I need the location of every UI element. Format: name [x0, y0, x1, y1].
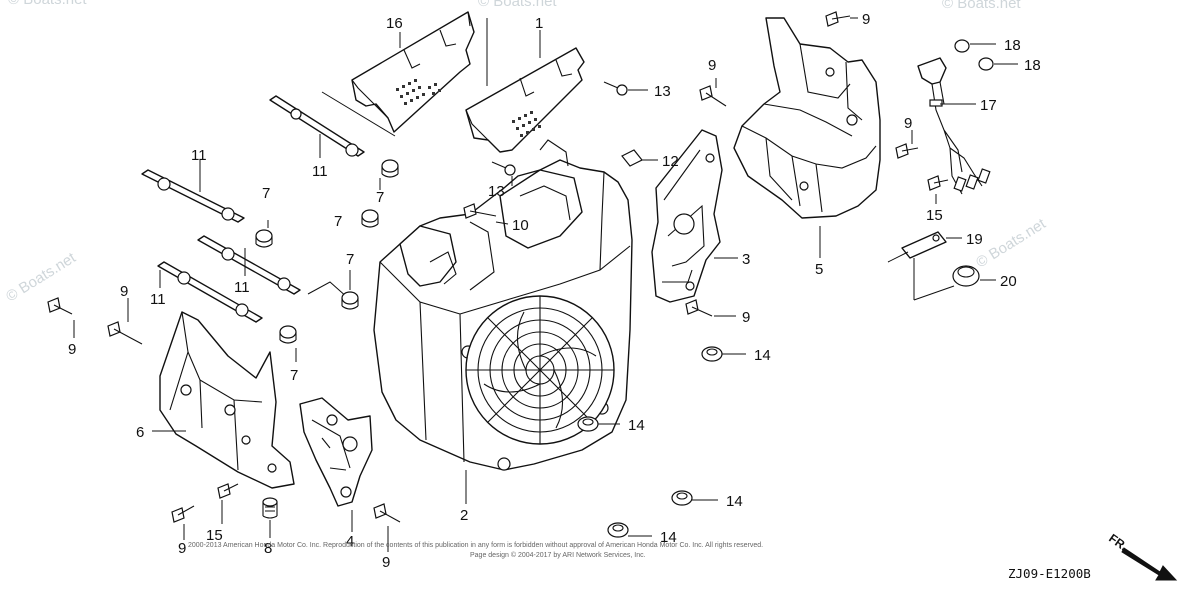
- callout-19: 19: [966, 231, 983, 248]
- callout-9: 9: [178, 540, 186, 557]
- part-14-flange-nuts: [577, 346, 723, 538]
- part-11-stud-d: [157, 261, 263, 323]
- callout-15: 15: [926, 207, 943, 224]
- callout-9: 9: [382, 554, 390, 571]
- front-direction-arrow-icon: FR.: [1106, 531, 1178, 581]
- part-7-nuts: [255, 159, 399, 344]
- watermark-right: © Boats.net: [973, 215, 1049, 272]
- callout-13: 13: [488, 183, 505, 200]
- watermark-top-right: © Boats.net: [942, 0, 1021, 12]
- part-8-spacer: [262, 497, 278, 519]
- leader-7: [267, 178, 381, 362]
- callout-14: 14: [660, 529, 677, 546]
- part-2-fan-cover: [373, 139, 633, 471]
- part-3-side-bracket: [651, 129, 723, 303]
- callout-12: 12: [662, 153, 679, 170]
- part-15-bolts: [217, 175, 949, 499]
- leader-10: [495, 221, 509, 225]
- callout-9: 9: [120, 283, 128, 300]
- callout-5: 5: [815, 261, 823, 278]
- callout-7: 7: [334, 213, 342, 230]
- part-11-stud-b: [141, 169, 245, 223]
- callout-7: 7: [262, 185, 270, 202]
- diagram-reference-code: ZJ09-E1200B: [1008, 566, 1091, 581]
- leader-16: [321, 18, 488, 137]
- callout-11: 11: [234, 279, 250, 296]
- leader-13: [511, 89, 648, 186]
- callout-9: 9: [904, 115, 912, 132]
- part-5-right-shroud: [733, 17, 881, 219]
- part-4-lower-bracket: [299, 397, 373, 507]
- callout-11: 11: [191, 147, 207, 164]
- leader-19: [887, 237, 962, 300]
- leader-15: [221, 194, 937, 524]
- callout-8: 8: [264, 540, 272, 557]
- callout-9: 9: [708, 57, 716, 74]
- part-11-stud-a: [269, 95, 365, 157]
- watermark-top-left: © Boats.net: [8, 0, 87, 8]
- callout-7: 7: [290, 367, 298, 384]
- part-20-grommet: [952, 265, 980, 287]
- callout-3: 3: [742, 251, 750, 268]
- part-17-wire-harness: [917, 57, 991, 195]
- callout-14: 14: [628, 417, 645, 434]
- part-11-stud-c: [197, 235, 301, 295]
- callout-4: 4: [346, 533, 354, 550]
- part-9-bolts: [47, 11, 919, 523]
- callout-14: 14: [754, 347, 771, 364]
- callout-15: 15: [206, 527, 223, 544]
- part-12-clip: [621, 149, 643, 167]
- callout-11: 11: [312, 163, 328, 180]
- callout-6: 6: [136, 424, 144, 441]
- part-6-left-shroud: [159, 311, 295, 489]
- part-18-nuts: [954, 39, 994, 71]
- callout-11: 11: [150, 291, 166, 308]
- callout-13: 13: [654, 83, 671, 100]
- copyright-line-2: Page design © 2004-2017 by ARI Network S…: [470, 551, 646, 559]
- callout-17: 17: [980, 97, 997, 114]
- callout-1: 1: [535, 15, 543, 32]
- watermark-left: © Boats.net: [3, 249, 79, 306]
- callout-2: 2: [460, 507, 468, 524]
- watermark-top-center: © Boats.net: [478, 0, 557, 10]
- part-16-shroud-plate: [351, 11, 475, 133]
- callout-7: 7: [346, 251, 354, 268]
- callout-14: 14: [726, 493, 743, 510]
- callout-18: 18: [1024, 57, 1041, 74]
- callout-9: 9: [68, 341, 76, 358]
- leader-11: [159, 134, 349, 299]
- callout-20: 20: [1000, 273, 1017, 290]
- callout-9: 9: [862, 11, 870, 28]
- part-19-clamp: [901, 231, 947, 259]
- callout-16: 16: [386, 15, 403, 32]
- callout-9: 9: [742, 309, 750, 326]
- leader-18: [970, 43, 1018, 65]
- callout-18: 18: [1004, 37, 1021, 54]
- leader-9: [73, 17, 913, 552]
- part-1-shroud-plate: [465, 47, 585, 153]
- leader-20: [913, 279, 996, 301]
- leader-14: [598, 353, 746, 537]
- part-13-screws: [491, 81, 628, 176]
- copyright-line-1: 2000-2013 American Honda Motor Co. Inc. …: [188, 542, 763, 549]
- callout-10: 10: [512, 217, 529, 234]
- callout-7: 7: [376, 189, 384, 206]
